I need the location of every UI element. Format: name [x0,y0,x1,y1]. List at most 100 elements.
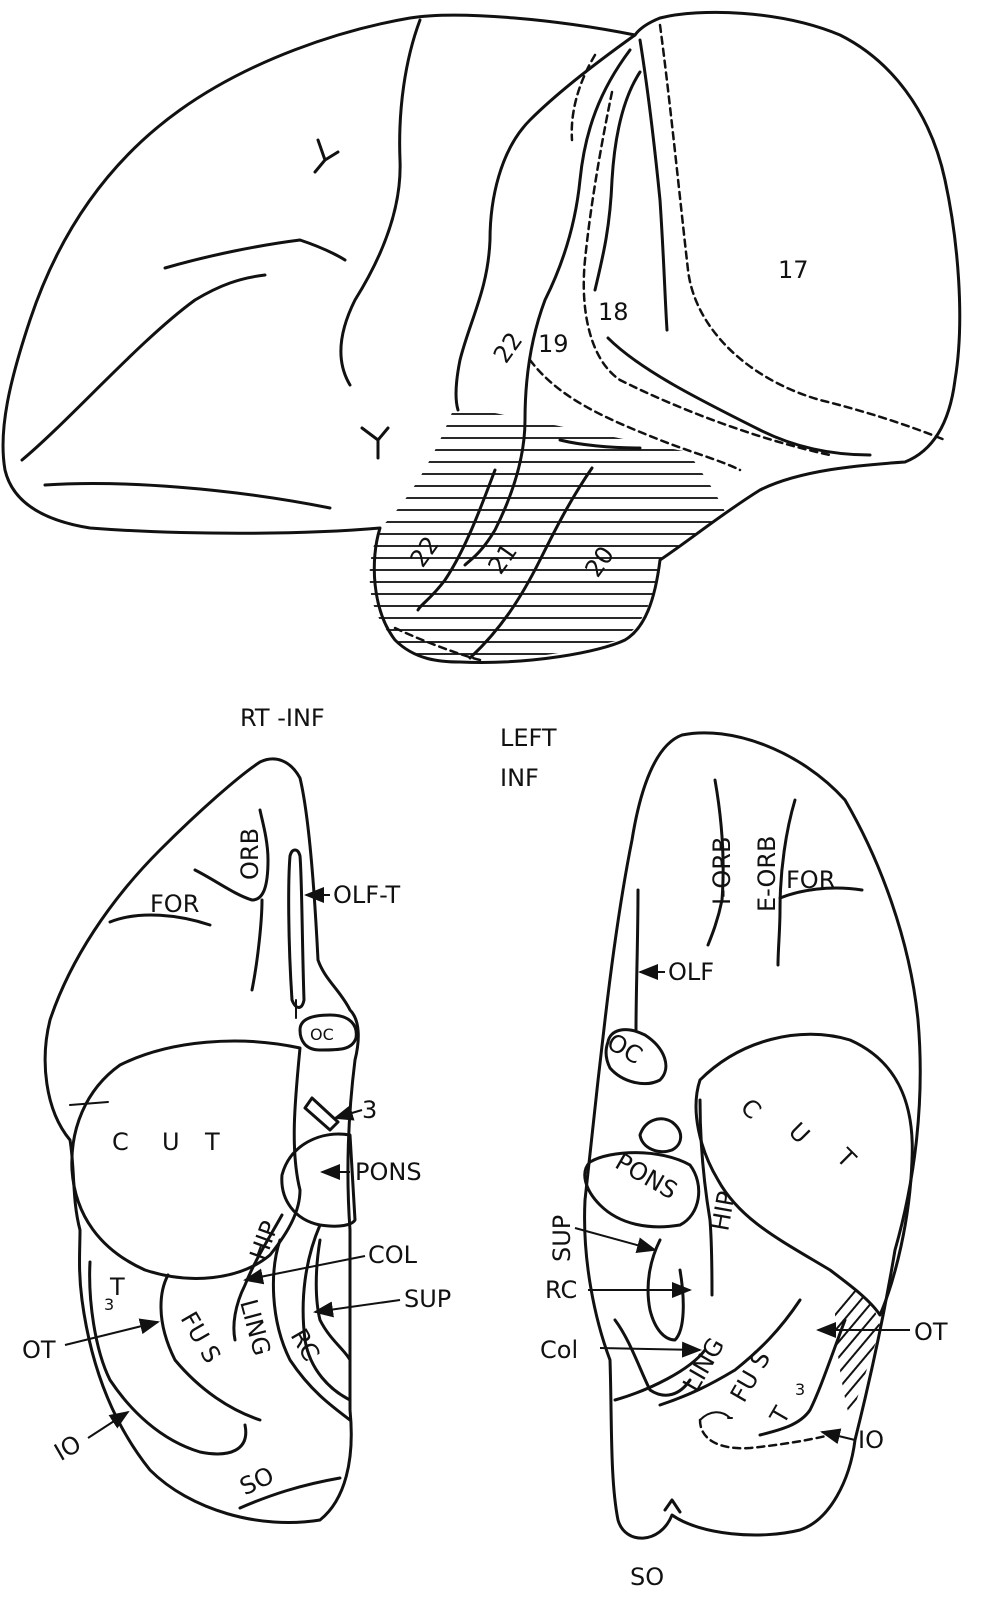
rt-ot-label: OT [22,1336,56,1364]
left-for-label: FOR [786,866,835,894]
left-io-dash [698,1418,832,1450]
sylvian-fissure [454,33,637,412]
central-sulcus [339,18,422,387]
lunate-sulcus [593,70,642,292]
rt-col-label: COL [368,1241,418,1269]
left-hip-label: HIP [706,1189,740,1233]
rt-3-arrow [333,1105,363,1121]
border-19-occipital [528,358,742,472]
small-sulcus-2 [360,426,390,460]
rt-ling-line [271,1238,352,1422]
left-lower-hatched-region [835,1285,880,1420]
rt-io-arrow [87,1410,130,1439]
temporal-hatched-region [369,405,725,661]
rt-olf-sulcus-a [250,898,264,992]
left-inferior-view: LEFT INF I-ORB E-O [500,724,948,1591]
rt-olf-tract [287,848,306,1009]
rt-ling-label: LING [234,1296,276,1358]
rt-orb-sulcus [193,808,270,902]
rt-for-sulcus [108,913,212,927]
left-io-label: IO [858,1426,884,1454]
rt-so-line [238,1476,342,1510]
left-3rd-nerve [638,1117,683,1154]
left-ot-line [758,1318,847,1437]
left-for-sulcus [778,886,864,900]
rt-sup-label: SUP [404,1285,451,1313]
left-so-notch [663,1498,682,1514]
left-ling-label: LING [677,1333,730,1396]
rt-hip-line [232,1213,284,1342]
rt-fus-label: FU S [175,1307,226,1368]
border-17-18 [658,23,947,442]
left-pons-region [583,1151,701,1229]
left-i-orb-sulcus [706,778,725,947]
left-col-arrow [599,1341,702,1358]
area-17-label: 17 [778,256,809,284]
left-olf-label: OLF [668,958,714,986]
left-inf-title-line2: INF [500,764,539,792]
rt-cut-u-label: U [162,1128,180,1156]
rt-pons-region [280,1132,357,1228]
left-rc-label: RC [545,1276,577,1304]
left-cut-t-label: T [830,1142,861,1173]
rt-cut-tick [69,1101,109,1106]
rt-cut-c-label: C [112,1128,129,1156]
left-oc [604,1028,668,1085]
inferior-temporal-sulcus-b [468,466,594,660]
left-olf-line [634,888,640,1032]
left-so-label: SO [630,1563,664,1591]
rt-orb-label: ORB [236,828,264,880]
occipital-sulcus [638,38,669,332]
rt-io-label: IO [50,1430,86,1467]
rt-oc-label: OC [310,1025,334,1044]
left-inf-title-line1: LEFT [500,724,557,752]
border-temporal-bottom [393,626,482,662]
area-19-label: 19 [538,330,569,358]
left-fus-label: FU S [725,1346,776,1407]
left-e-orb-sulcus [776,798,797,967]
lower-occipital-sulcus [606,336,872,457]
rt-t3-sub: 3 [104,1295,114,1314]
left-io-arrow [820,1428,856,1445]
small-sulcus-1 [313,138,340,174]
left-io-hook [699,1411,731,1421]
rt-sup-line [314,1238,352,1362]
rt-for-label: FOR [150,890,199,918]
superior-temporal-sulcus [463,48,632,567]
rt-oc [298,1013,358,1052]
rt-fus-line [159,1273,262,1422]
temporal-sulcus-c [416,468,497,612]
left-i-orb-label: I-ORB [708,837,736,905]
rt-ot-arrow [64,1318,160,1346]
left-inf-outline [583,731,922,1540]
rt-3rd-nerve [303,1096,340,1132]
left-cut-u-label: U [783,1117,815,1149]
left-col-line [613,1318,692,1397]
left-hip-line [698,1098,714,1297]
rt-ot-line [88,1260,248,1456]
rt-inf-outline [43,757,360,1524]
lateral-view: 17 18 19 22 22 21 20 [1,10,962,664]
right-inferior-view: RT -INF ORB FOR OLF-T OC [22,704,451,1524]
rt-inf-title: RT -INF [240,704,325,732]
rt-cut-t-label: T [204,1128,220,1156]
rt-pons-label: PONS [355,1158,422,1186]
left-sup-region [646,1238,685,1342]
area-18-label: 18 [598,298,629,326]
arcuate-sulcus [163,238,347,270]
area-22-upper-label: 22 [488,327,528,368]
left-e-orb-label: E-ORB [753,835,781,912]
rt-col-arrow [243,1255,366,1285]
inferior-temporal-sulcus-a [558,438,642,450]
left-fus-line [658,1298,802,1407]
left-sup-arrow [574,1227,657,1253]
left-col-label: Col [540,1336,578,1364]
border-18-19 [582,90,832,457]
left-t3-sub: 3 [795,1380,805,1399]
left-ot-label: OT [914,1318,948,1346]
lower-frontal-sulcus [43,482,332,510]
rt-3-label: 3 [362,1096,377,1124]
rt-col-line [301,1223,352,1402]
left-cut-c-label: C [735,1093,767,1125]
